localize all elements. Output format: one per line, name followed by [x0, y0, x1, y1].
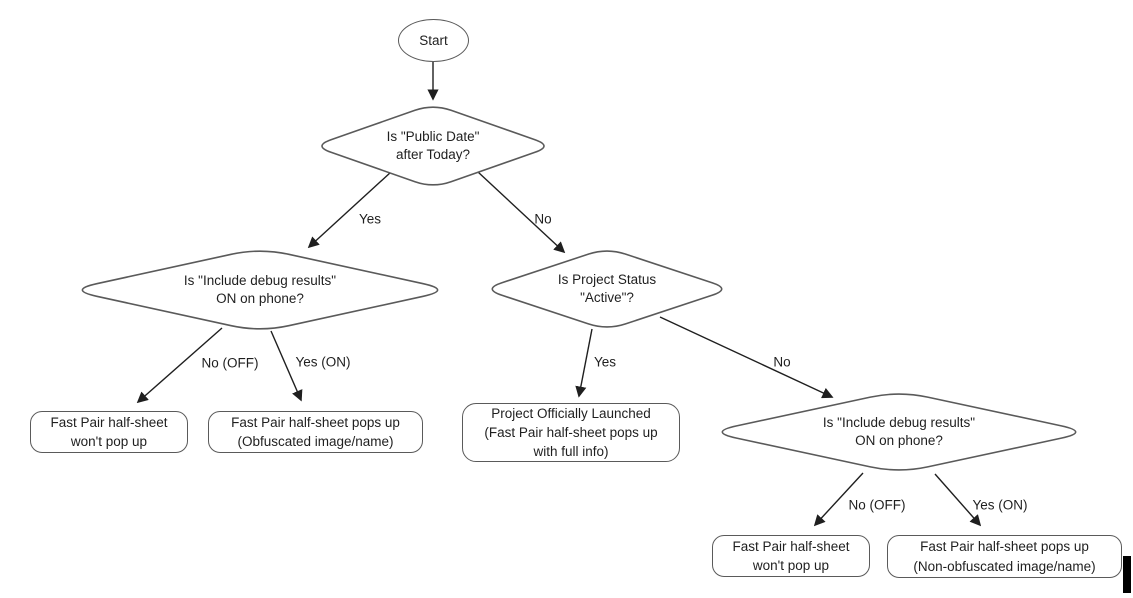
arrow-project-status-no: [659, 316, 834, 399]
result-popup-obfuscated-label: Fast Pair half-sheet pops up (Obfuscated…: [231, 414, 400, 449]
decision-project-status-shape: [491, 250, 723, 328]
arrow-project-status-yes: [575, 328, 593, 398]
text-cursor-artifact: [1123, 556, 1131, 593]
decision-debug-right-label: Is "Include debug results" ON on phone?: [822, 415, 976, 448]
arrow-public-date-no: [477, 171, 566, 254]
node-start-label: Start: [419, 32, 448, 48]
result-popup-nonobfuscated-label: Fast Pair half-sheet pops up (Non-obfusc…: [913, 539, 1096, 574]
result-no-popup-right: Fast Pair half-sheet won't pop up: [712, 535, 870, 577]
edge-label-project-status-yes: Yes: [593, 354, 617, 370]
result-launched-label: Project Officially Launched (Fast Pair h…: [484, 405, 658, 460]
result-popup-obfuscated: Fast Pair half-sheet pops up (Obfuscated…: [208, 411, 423, 453]
edge-label-debug-right-no: No (OFF): [848, 497, 906, 513]
edge-label-debug-left-yes: Yes (ON): [295, 354, 351, 370]
edge-label-debug-left-no: No (OFF): [201, 355, 259, 371]
result-no-popup-left: Fast Pair half-sheet won't pop up: [30, 411, 188, 453]
arrow-debug-left-yes: [270, 330, 303, 402]
arrow-debug-left-no: [136, 327, 223, 404]
edge-label-public-date-no: No: [534, 211, 552, 227]
result-no-popup-left-label: Fast Pair half-sheet won't pop up: [50, 414, 168, 449]
edge-label-project-status-no: No: [773, 354, 791, 370]
edge-label-public-date-yes: Yes: [358, 211, 382, 227]
result-no-popup-right-label: Fast Pair half-sheet won't pop up: [732, 538, 850, 573]
result-popup-nonobfuscated: Fast Pair half-sheet pops up (Non-obfusc…: [887, 535, 1122, 578]
node-start: Start: [398, 19, 469, 62]
result-launched: Project Officially Launched (Fast Pair h…: [462, 403, 680, 462]
arrow-debug-right-no: [813, 472, 864, 527]
decision-debug-left-shape: [81, 250, 439, 330]
decision-debug-left-label: Is "Include debug results" ON on phone?: [183, 273, 337, 306]
decision-debug-right-shape: [721, 393, 1077, 471]
arrow-debug-right-yes: [934, 473, 982, 527]
arrow-public-date-yes: [307, 171, 392, 249]
edge-label-debug-right-yes: Yes (ON): [972, 497, 1028, 513]
decision-public-date-label: Is "Public Date" after Today?: [386, 129, 480, 162]
decision-public-date-shape: [321, 106, 545, 186]
decision-project-status-label: Is Project Status "Active"?: [557, 272, 657, 305]
